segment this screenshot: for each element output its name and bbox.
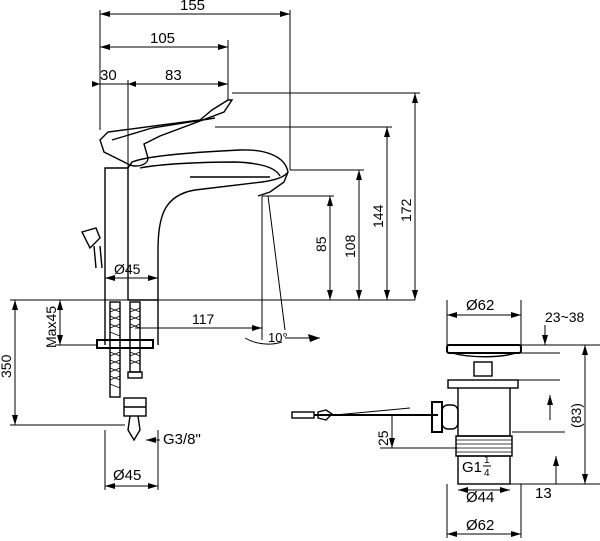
drain-assembly [291, 344, 522, 485]
dimension-lines [10, 10, 600, 538]
dim-handle-height: 108 [342, 234, 358, 258]
dim-base-diameter: Ø45 [114, 261, 141, 277]
dim-spout-height: 85 [313, 236, 329, 252]
dim-total-height: 172 [398, 198, 414, 222]
dim-max-deck-thickness: Max45 [43, 306, 59, 348]
dim-drain-thread-main: G1 [462, 459, 482, 476]
hose-braid-right [129, 307, 141, 365]
dim-drain-top-diameter: Ø62 [466, 297, 494, 314]
dim-spout-reach: 83 [165, 67, 182, 84]
dim-drain-bottom-height: 13 [535, 485, 552, 502]
dim-outlet-distance: 117 [192, 311, 215, 327]
dim-hose-base-diameter: Ø45 [113, 467, 141, 484]
hose-assembly [96, 300, 159, 442]
dim-drain-height: (83) [568, 403, 584, 428]
dim-handle-offset: 30 [100, 67, 117, 84]
dimension-labels: 155 105 30 83 85 108 144 172 Ø45 117 10°… [0, 0, 585, 534]
dim-drain-thread-den: 4 [484, 468, 490, 479]
dim-drain-thread-num: 1 [484, 455, 490, 466]
hose-braid-left [109, 307, 121, 389]
dim-handle-reach: 105 [150, 30, 175, 47]
dim-drain-thread: G1 1 4 [462, 455, 491, 479]
dim-drain-rod-offset: 25 [375, 430, 391, 446]
drain-thread [456, 439, 512, 453]
dim-thread: G3/8" [163, 431, 201, 448]
faucet-outline [10, 99, 415, 345]
dim-drain-range: 23~38 [545, 309, 585, 325]
dim-faucet-width: 155 [180, 0, 205, 14]
dim-hose-length: 350 [0, 354, 14, 378]
dim-drain-bottom-diameter: Ø62 [466, 517, 494, 534]
dim-lever-height: 144 [370, 204, 386, 228]
dim-drain-inner-diameter: Ø44 [466, 489, 494, 506]
dim-spout-angle: 10° [268, 330, 288, 345]
